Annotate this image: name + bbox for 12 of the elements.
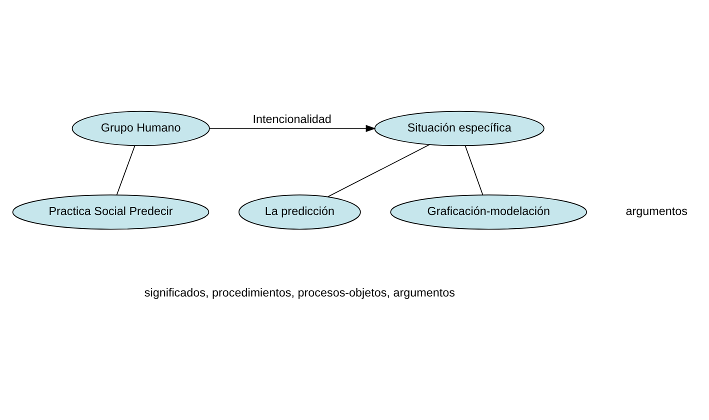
connector	[116, 145, 136, 196]
node-ellipse: La predicción	[238, 194, 361, 230]
connector	[327, 144, 430, 198]
node-ellipse: Practica Social Predecir	[12, 194, 210, 230]
label: significados, procedimientos, procesos-objetos, argumentos	[144, 286, 455, 300]
node-ellipse: Grupo Humano	[72, 110, 210, 146]
label: argumentos	[626, 205, 688, 218]
edge-label: Intencionalidad	[252, 112, 332, 126]
node-ellipse: Graficación-modelación	[390, 194, 588, 230]
arrow	[209, 124, 376, 132]
node-ellipse: Situación específica	[374, 110, 544, 146]
connector	[464, 145, 484, 196]
